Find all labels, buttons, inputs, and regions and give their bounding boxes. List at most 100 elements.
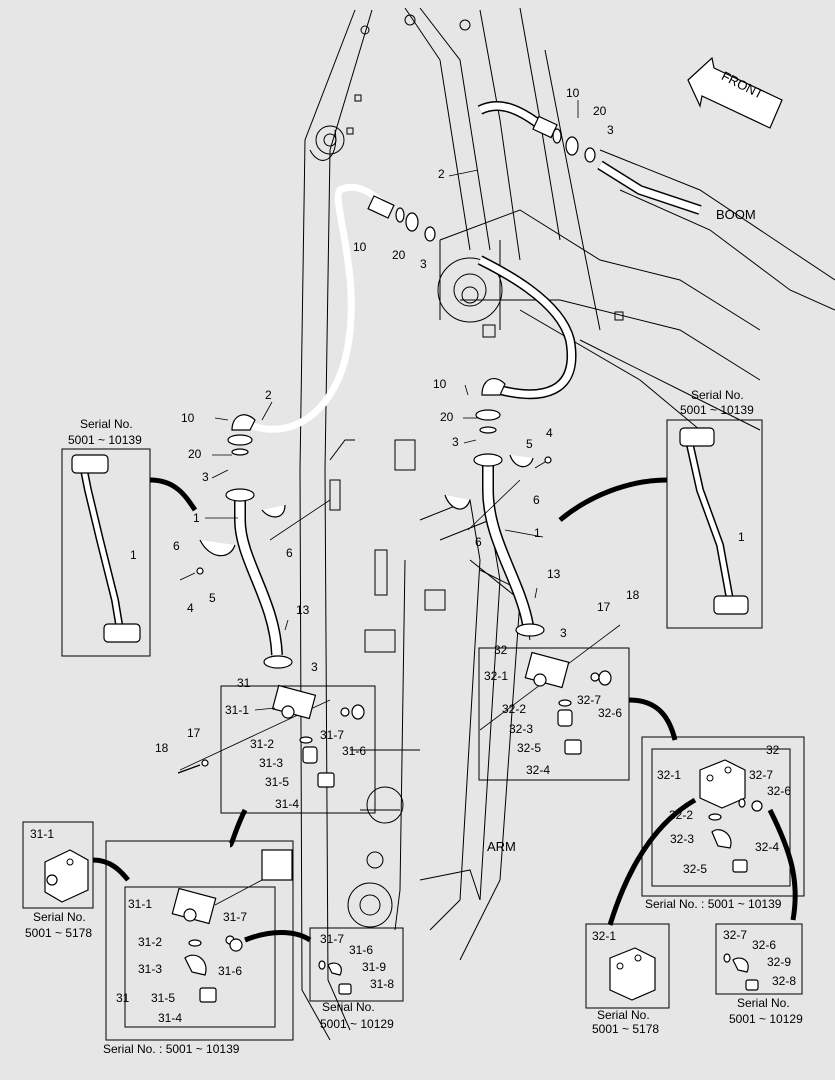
inset31-7-serial-title: Serial No. — [322, 1000, 375, 1014]
boom-label: BOOM — [716, 207, 756, 222]
fittings — [179, 115, 596, 631]
callout-3-right: 3 — [452, 435, 459, 449]
inset31-callout-7: 31-7 — [223, 910, 247, 924]
inset-31-1: 31-1 Serial No. 5001 ~ 5178 — [22, 821, 130, 940]
inset32-label: 32 — [766, 743, 780, 757]
inset31-callout-2: 31-2 — [138, 935, 162, 949]
box32-callout-6: 32-6 — [598, 706, 622, 720]
inset32-7-callout-9: 32-9 — [767, 955, 791, 969]
callout-6-left-b: 6 — [286, 546, 293, 560]
callout-13-right: 13 — [547, 567, 561, 581]
box32-callout-4: 32-4 — [526, 763, 550, 777]
callout-2-top: 2 — [438, 167, 445, 181]
inset32-callout-7: 32-7 — [749, 768, 773, 782]
inset-left-serial-range: 5001 ~ 10139 — [68, 433, 142, 447]
inset-right-callout-1: 1 — [738, 530, 745, 544]
callout-13-left: 13 — [296, 603, 310, 617]
inset-left-pipe: Serial No. 5001 ~ 10139 1 — [61, 417, 198, 657]
inset31-1-serial-range: 5001 ~ 5178 — [25, 926, 92, 940]
inset31-callout-4: 31-4 — [158, 1011, 182, 1025]
callout-4-left: 4 — [187, 601, 194, 615]
callout-18-left: 18 — [155, 741, 169, 755]
inset32-callout-5: 32-5 — [683, 862, 707, 876]
inset31-1-serial-title: Serial No. — [33, 910, 86, 924]
callout-17-right: 17 — [597, 600, 611, 614]
inset32-serial: Serial No. : 5001 ~ 10139 — [645, 897, 782, 911]
inset-left-serial-title: Serial No. — [80, 417, 133, 431]
callout-5-right: 5 — [526, 437, 533, 451]
inset31-7-callout-9: 31-9 — [362, 960, 386, 974]
inset-box-32: 32 32-1 32-7 32-6 32-2 32-3 32-4 32-5 Se… — [607, 736, 805, 926]
inset31-callout-3: 31-3 — [138, 962, 162, 976]
inset-box-31: 31-1 31-7 31-2 31-3 31-6 31 31-5 31-4 Se… — [103, 840, 312, 1056]
inset31-7-callout-7: 31-7 — [320, 932, 344, 946]
callout-20-right: 20 — [440, 410, 454, 424]
box-32-main: 32 32-1 32-7 32-2 32-6 32-3 32-5 32-4 — [478, 643, 678, 781]
inset-left-callout-1: 1 — [130, 548, 137, 562]
box31-callout-1: 31-1 — [225, 703, 249, 717]
callout-20-top: 20 — [593, 104, 607, 118]
callout-2-left: 2 — [265, 388, 272, 402]
callout-5-left: 5 — [209, 591, 216, 605]
box31-callout-7: 31-7 — [320, 728, 344, 742]
inset32-callout-4: 32-4 — [755, 840, 779, 854]
inset-right-serial-title: Serial No. — [691, 388, 744, 402]
main-callouts: 10 20 3 2 10 20 3 2 10 20 3 1 6 6 4 5 13… — [155, 86, 640, 771]
box32-callout-1: 32-1 — [484, 669, 508, 683]
inset32-7-callout-7: 32-7 — [723, 928, 747, 942]
inset32-1-serial-range: 5001 ~ 5178 — [592, 1022, 659, 1036]
callout-3-top: 3 — [607, 123, 614, 137]
inset32-callout-3: 32-3 — [670, 832, 694, 846]
pipe-left — [225, 488, 293, 669]
inset32-callout-1: 32-1 — [657, 768, 681, 782]
inset32-7-callout-6: 32-6 — [752, 938, 776, 952]
box31-callout-4: 31-4 — [275, 797, 299, 811]
hose-top — [477, 101, 702, 215]
callout-18-right: 18 — [626, 588, 640, 602]
inset31-label: 31 — [116, 991, 130, 1005]
inset-32-1: 32-1 Serial No. 5001 ~ 5178 — [585, 923, 670, 1036]
callout-17-left: 17 — [187, 726, 201, 740]
callout-6-right-a: 6 — [533, 493, 540, 507]
callout-3-right-b: 3 — [560, 626, 567, 640]
inset-32-7: 32-7 32-6 32-9 32-8 Serial No. 5001 ~ 10… — [715, 923, 803, 1026]
callout-3-mid: 3 — [420, 257, 427, 271]
arm-label: ARM — [487, 839, 516, 854]
callout-10-right: 10 — [433, 377, 447, 391]
inset32-1-label: 32-1 — [592, 929, 616, 943]
box31-label: 31 — [237, 676, 251, 690]
inset31-callout-5: 31-5 — [151, 991, 175, 1005]
callout-10-left: 10 — [181, 411, 195, 425]
inset-right-pipe: Serial No. 5001 ~ 10139 1 — [558, 388, 763, 629]
box32-callout-5: 32-5 — [517, 741, 541, 755]
inset31-7-callout-6: 31-6 — [349, 943, 373, 957]
callout-10-top: 10 — [566, 86, 580, 100]
inset32-7-callout-8: 32-8 — [772, 974, 796, 988]
inset32-callout-6: 32-6 — [767, 784, 791, 798]
box32-callout-7: 32-7 — [577, 693, 601, 707]
inset31-7-callout-8: 31-8 — [370, 977, 394, 991]
box32-callout-3: 32-3 — [509, 722, 533, 736]
front-arrow: FRONT — [687, 56, 783, 129]
hose-left — [248, 183, 393, 433]
box-31-main: 31 31-1 31-7 31-2 31-6 31-3 31-5 31-4 — [177, 676, 376, 848]
inset-right-serial-range: 5001 ~ 10139 — [680, 403, 754, 417]
inset31-7-serial-range: 5001 ~ 10129 — [320, 1017, 394, 1031]
inset31-callout-1: 31-1 — [128, 897, 152, 911]
inset31-serial: Serial No. : 5001 ~ 10139 — [103, 1042, 240, 1056]
box31-callout-5: 31-5 — [265, 775, 289, 789]
box31-callout-6: 31-6 — [342, 744, 366, 758]
box32-label: 32 — [494, 643, 508, 657]
box32-callout-2: 32-2 — [502, 702, 526, 716]
inset-31-7: 31-7 31-6 31-9 31-8 Serial No. 5001 ~ 10… — [309, 927, 404, 1031]
inset31-1-label: 31-1 — [30, 827, 54, 841]
hose-right — [477, 255, 577, 400]
arm-structure — [299, 7, 835, 1041]
inset32-7-serial-range: 5001 ~ 10129 — [729, 1012, 803, 1026]
callout-1-left: 1 — [193, 511, 200, 525]
inset32-1-serial-title: Serial No. — [597, 1008, 650, 1022]
callout-1-right: 1 — [534, 526, 541, 540]
box31-callout-2: 31-2 — [250, 737, 274, 751]
